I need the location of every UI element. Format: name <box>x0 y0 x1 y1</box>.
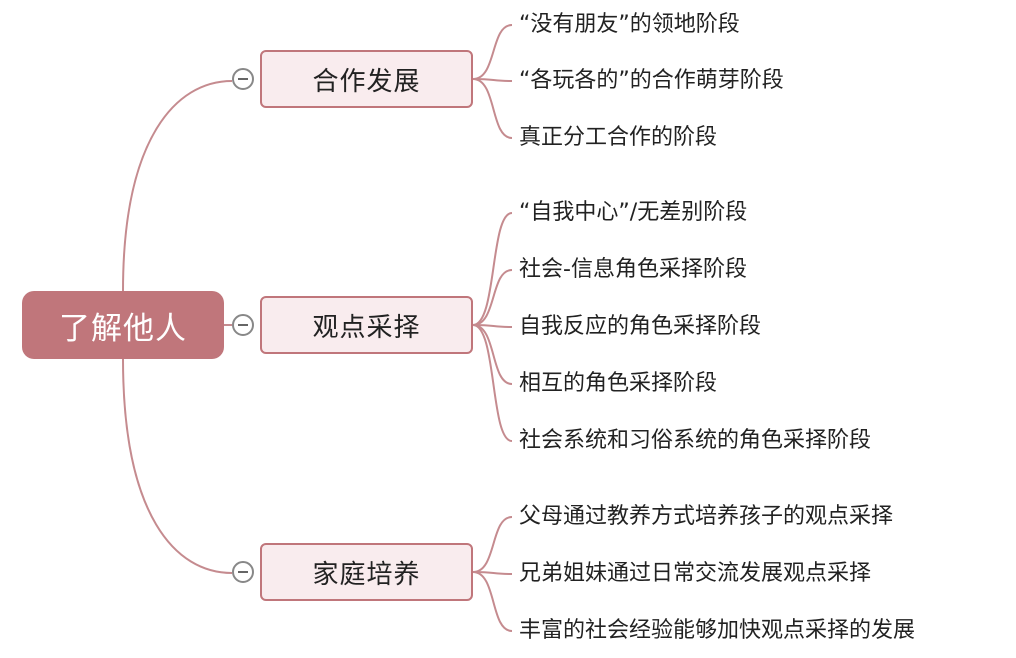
leaf-topic-1-2[interactable]: “各玩各的”的合作萌芽阶段 <box>519 68 784 93</box>
leaf-connector-2-4 <box>472 324 513 385</box>
collapse-icon-branch-3[interactable] <box>232 561 254 583</box>
leaf-topic-3-3[interactable]: 丰富的社会经验能够加快观点采择的发展 <box>519 618 916 643</box>
root-branch-connector-1 <box>122 80 233 292</box>
leaf-connector-3-1 <box>472 516 513 573</box>
collapse-icon-branch-1[interactable] <box>232 68 254 90</box>
leaf-topic-3-2[interactable]: 兄弟姐妹通过日常交流发展观点采择 <box>519 561 872 586</box>
leaf-topic-3-1[interactable]: 父母通过教养方式培养孩子的观点采择 <box>519 504 894 529</box>
leaf-connector-2-2 <box>472 269 513 326</box>
leaf-topic-2-2[interactable]: 社会-信息角色采择阶段 <box>519 257 747 282</box>
branch-topic-cooperation[interactable]: 合作发展 <box>260 50 473 108</box>
leaf-topic-1-1[interactable]: “没有朋友”的领地阶段 <box>519 12 740 37</box>
leaf-topic-2-1[interactable]: “自我中心”/无差别阶段 <box>519 200 748 225</box>
leaf-topic-1-3[interactable]: 真正分工合作的阶段 <box>519 125 718 150</box>
leaf-topic-2-5[interactable]: 社会系统和习俗系统的角色采择阶段 <box>519 428 872 453</box>
leaf-connector-1-3 <box>472 78 513 139</box>
branch-topic-perspective-taking[interactable]: 观点采择 <box>260 296 473 354</box>
root-topic[interactable]: 了解他人 <box>22 291 224 359</box>
root-branch-connector-3 <box>122 358 233 574</box>
leaf-connector-3-3 <box>472 571 513 632</box>
leaf-connector-2-5 <box>472 324 513 442</box>
leaf-connector-1-1 <box>472 24 513 80</box>
collapse-icon-branch-2[interactable] <box>232 314 254 336</box>
leaf-topic-2-4[interactable]: 相互的角色采择阶段 <box>519 371 718 396</box>
leaf-connector-2-1 <box>472 212 513 326</box>
branch-topic-family[interactable]: 家庭培养 <box>260 543 473 601</box>
leaf-topic-2-3[interactable]: 自我反应的角色采择阶段 <box>519 314 762 339</box>
